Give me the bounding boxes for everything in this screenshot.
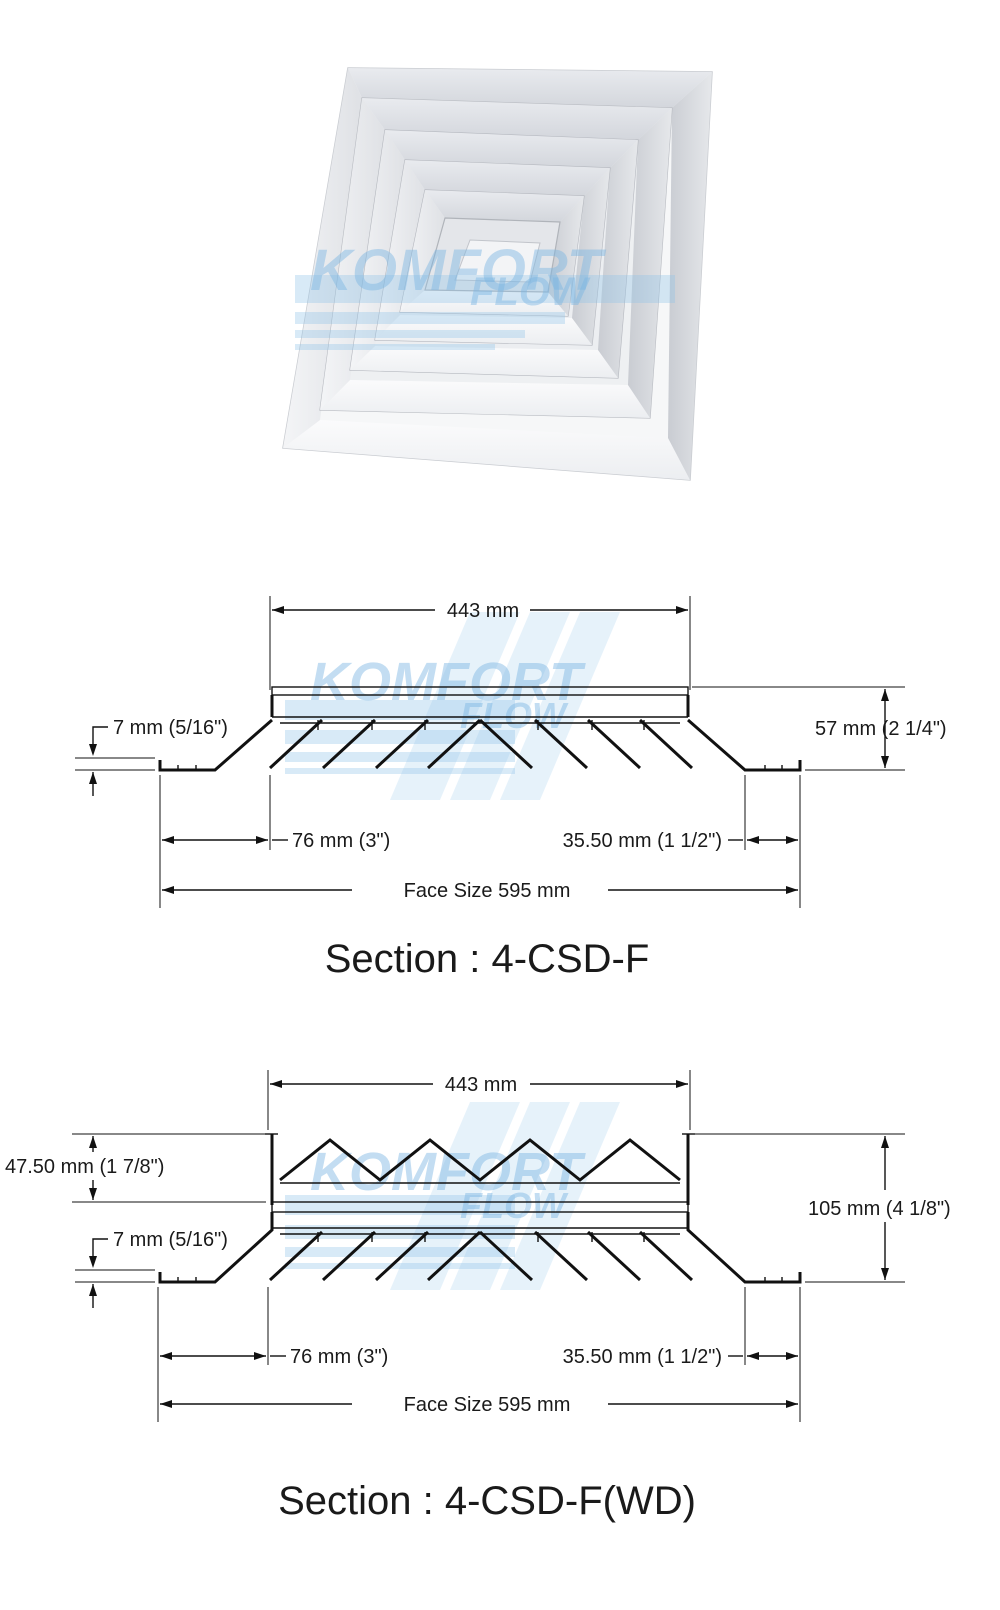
section-4-csd-f-wd: KOMFORT FLOW 443 mm (0, 1030, 1000, 1610)
dim-damper-height: 47.50 mm (1 7/8") (5, 1133, 266, 1203)
section-title: Section : 4-CSD-F(WD) (278, 1479, 696, 1523)
label-damper-height: 47.50 mm (1 7/8") (5, 1156, 164, 1178)
dim-top-width: 443 mm (269, 596, 691, 690)
label-left-offset: 76 mm (3") (290, 1346, 388, 1368)
diffuser-frames (282, 67, 713, 481)
diffuser-section (158, 686, 802, 772)
dim-left-offset: 76 mm (3") (162, 830, 390, 852)
dim-right-offset: 35.50 mm (1 1/2") (563, 1346, 798, 1368)
label-top-width: 443 mm (447, 600, 519, 622)
label-height: 57 mm (2 1/4") (815, 718, 947, 740)
watermark: KOMFORT FLOW (285, 612, 620, 800)
label-flange: 7 mm (5/16") (113, 717, 228, 739)
label-right-offset: 35.50 mm (1 1/2") (563, 1346, 722, 1368)
watermark-subtext: FLOW (460, 1185, 569, 1226)
dim-flange: 7 mm (5/16") (75, 1229, 228, 1308)
dim-top-width: 443 mm (267, 1070, 691, 1130)
section-drawing: KOMFORT FLOW 443 mm (5, 1070, 951, 1523)
label-right-offset: 35.50 mm (1 1/2") (563, 830, 722, 852)
label-left-offset: 76 mm (3") (292, 830, 390, 852)
label-top-width: 443 mm (445, 1074, 517, 1096)
watermark-subtext: FLOW (470, 270, 591, 314)
diffuser-section (158, 1212, 802, 1284)
dim-right-offset: 35.50 mm (1 1/2") (563, 830, 798, 852)
dim-height: 57 mm (2 1/4") (692, 686, 947, 771)
watermark: KOMFORT FLOW (295, 238, 675, 350)
dim-face-size: Face Size 595 mm (162, 880, 798, 902)
watermark-subtext: FLOW (460, 695, 569, 736)
dim-height: 105 mm (4 1/8") (695, 1133, 951, 1283)
label-height: 105 mm (4 1/8") (808, 1198, 951, 1220)
dim-flange: 7 mm (5/16") (75, 717, 228, 796)
damper-section (265, 1133, 695, 1213)
dim-face-size: Face Size 595 mm (160, 1394, 798, 1416)
section-title: Section : 4-CSD-F (325, 937, 650, 981)
watermark: KOMFORT FLOW (285, 1102, 620, 1290)
section-4-csd-f: KOMFORT FLOW 443 mm (0, 560, 1000, 1030)
section-drawing: KOMFORT FLOW 443 mm (75, 596, 947, 981)
watermark-text: KOMFORT (310, 1142, 586, 1202)
diffuser-illustration: KOMFORT FLOW (282, 67, 713, 481)
label-face-size: Face Size 595 mm (404, 1394, 571, 1416)
label-flange: 7 mm (5/16") (113, 1229, 228, 1251)
watermark-text: KOMFORT (310, 652, 586, 712)
watermark-text: KOMFORT (310, 238, 607, 303)
label-face-size: Face Size 595 mm (404, 880, 571, 902)
diffuser-photo: KOMFORT FLOW (0, 0, 1000, 560)
dim-left-offset: 76 mm (3") (160, 1346, 388, 1368)
